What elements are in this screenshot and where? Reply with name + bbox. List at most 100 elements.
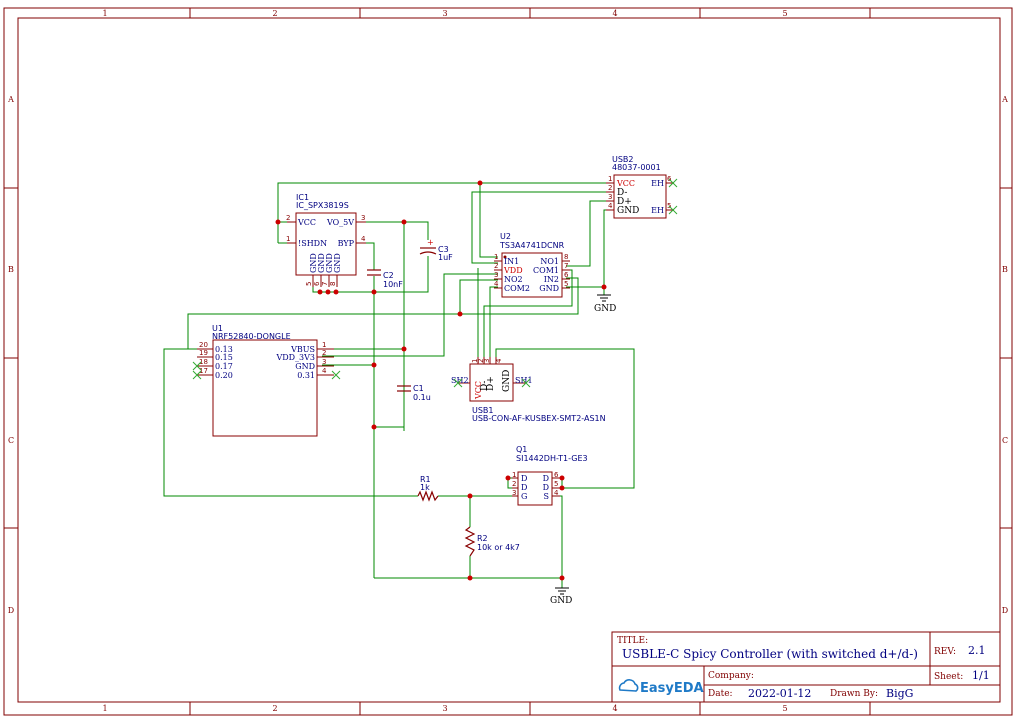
- c2-value: 10nF: [383, 280, 403, 289]
- usb1-value: USB-CON-AF-KUSBEX-SMT2-AS1N: [472, 414, 606, 423]
- u2-pinnum: 6: [564, 271, 569, 279]
- c1-ref: C1: [413, 384, 424, 393]
- usb1-connector[interactable]: VCC D- D+ GND 1 2 3 4 SH2 SH1 USB1 USB-C…: [451, 357, 606, 423]
- drawing-frame: 1 2 3 4 5 1 2 3 4 5 A B C D A B C D: [3, 7, 1013, 716]
- ic1-pin-gnd: GND: [325, 253, 334, 273]
- junction-dot: [559, 485, 565, 491]
- title-value: USBLE-C Spicy Controller (with switched …: [622, 647, 918, 661]
- r2-resistor[interactable]: R2 10k or 4k7: [464, 526, 520, 557]
- col-label-top: 3: [442, 9, 447, 18]
- r1-ref: R1: [420, 475, 431, 484]
- u2-analog-switch[interactable]: U2 TS3A4741DCNR IN1 VDD NO2 COM2 NO1 COM…: [494, 232, 570, 298]
- usb2-connector[interactable]: USB2 48037-0001 VCC D- D+ GND EH EH 1 2 …: [606, 155, 678, 219]
- u1-pinnum: 4: [322, 367, 327, 375]
- ic1-pinnum: 2: [286, 214, 290, 222]
- c3-ref: C3: [438, 245, 449, 254]
- junction-dot: [467, 575, 473, 581]
- ground-symbol-top: GND: [594, 294, 616, 314]
- u1-pin: 0.13: [215, 345, 233, 354]
- usb2-value: 48037-0001: [612, 163, 661, 172]
- usb2-pinnum: 2: [608, 184, 612, 192]
- usb2-eh: EH: [651, 206, 664, 215]
- junction-dot: [467, 493, 473, 499]
- row-label-left: D: [8, 606, 14, 615]
- u2-pinnum: 2: [494, 262, 498, 270]
- date-value: 2022-01-12: [748, 687, 811, 700]
- junction-dot: [505, 475, 511, 481]
- no-connect-icon: [331, 370, 341, 380]
- u2-value: TS3A4741DCNR: [499, 241, 565, 250]
- drawn-label: Drawn By:: [830, 689, 878, 699]
- q1-pinnum: 3: [512, 489, 516, 497]
- rev-value: 2.1: [968, 644, 986, 657]
- col-label-bottom: 1: [102, 704, 107, 713]
- col-label-top: 1: [102, 9, 107, 18]
- row-label-right: C: [1002, 436, 1008, 445]
- usb1-pinnum: 1: [471, 359, 479, 363]
- ic1-pin-vo: VO_5V: [326, 218, 354, 227]
- no-connect-icon: [192, 370, 202, 380]
- r1-resistor[interactable]: R1 1k: [417, 475, 439, 502]
- c2-ref: C2: [383, 271, 394, 280]
- junction-dot: [371, 289, 377, 295]
- no-connect-icon: [668, 178, 678, 188]
- usb2-pin: D-: [617, 188, 627, 198]
- c1-capacitor[interactable]: C1 0.1u: [397, 384, 431, 402]
- col-label-top: 5: [782, 9, 787, 18]
- usb2-pinnum: 1: [608, 175, 612, 183]
- r2-value: 10k or 4k7: [477, 543, 520, 552]
- drawn-value: BigG: [886, 687, 913, 700]
- gnd-label: GND: [550, 596, 572, 606]
- q1-mosfet[interactable]: Q1 SI1442DH-T1-GE3 D D G D D S 1 2 3 6 5…: [512, 445, 588, 506]
- junction-dot: [559, 575, 565, 581]
- row-label-left: A: [7, 95, 14, 104]
- u2-pinnum: 3: [494, 271, 498, 279]
- row-label-right: B: [1002, 265, 1008, 274]
- c3-capacitor[interactable]: + C3 1uF: [419, 238, 453, 262]
- col-label-bottom: 3: [442, 704, 447, 713]
- usb2-pin: D+: [617, 197, 632, 207]
- u2-pin: IN1: [504, 257, 519, 266]
- ic1-pin-vcc: VCC: [297, 218, 316, 227]
- no-connect-icon: [192, 361, 202, 371]
- junction-dot: [317, 289, 323, 295]
- gnd-label: GND: [594, 304, 616, 314]
- usb1-ref: USB1: [472, 406, 494, 415]
- wires: [163, 182, 635, 588]
- q1-pin: S: [544, 492, 549, 501]
- junction-dot: [371, 424, 377, 430]
- ic1-value: IC_SPX3819S: [296, 201, 349, 210]
- u1-ref: U1: [212, 324, 223, 333]
- usb1-sh2: SH2: [451, 376, 469, 385]
- junction-dot: [371, 362, 377, 368]
- junction-dot: [601, 284, 607, 290]
- title-label: TITLE:: [617, 636, 648, 646]
- q1-pin: D: [521, 483, 527, 492]
- svg-text:EasyEDA: EasyEDA: [640, 681, 704, 696]
- r1-value: 1k: [420, 483, 430, 492]
- c2-capacitor[interactable]: C2 10nF: [367, 269, 403, 289]
- u2-ref: U2: [500, 232, 511, 241]
- junction-dot: [477, 180, 483, 186]
- row-label-right: A: [1001, 95, 1008, 104]
- u2-pinnum: 4: [494, 280, 499, 288]
- ic1-pin-shdn: !SHDN: [298, 239, 327, 248]
- ic1-pin-gnd: GND: [333, 253, 342, 273]
- u2-pinnum: 7: [564, 262, 568, 270]
- no-connect-icon: [521, 378, 531, 388]
- row-label-left: C: [8, 436, 14, 445]
- u2-pin: VDD: [503, 266, 523, 275]
- ic1-pinnum: 8: [329, 282, 337, 286]
- u1-pinnum: 18: [199, 358, 208, 366]
- pin1-marker: [503, 255, 507, 259]
- ic1-pinnum: 4: [361, 235, 366, 243]
- usb1-pin: VCC: [474, 381, 483, 400]
- u1-pinnum: 17: [199, 367, 208, 375]
- ic1-regulator[interactable]: IC1 IC_SPX3819S VCC VO_5V !SHDN BYP GND …: [286, 193, 366, 287]
- u2-pin: NO2: [504, 275, 523, 284]
- ic1-ref: IC1: [296, 193, 309, 202]
- u1-nrf-dongle[interactable]: U1 NRF52840-DONGLE 0.13 0.15 0.17 0.20 V…: [192, 324, 341, 437]
- q1-pinnum: 4: [554, 489, 559, 497]
- u1-pinnum: 19: [199, 349, 208, 357]
